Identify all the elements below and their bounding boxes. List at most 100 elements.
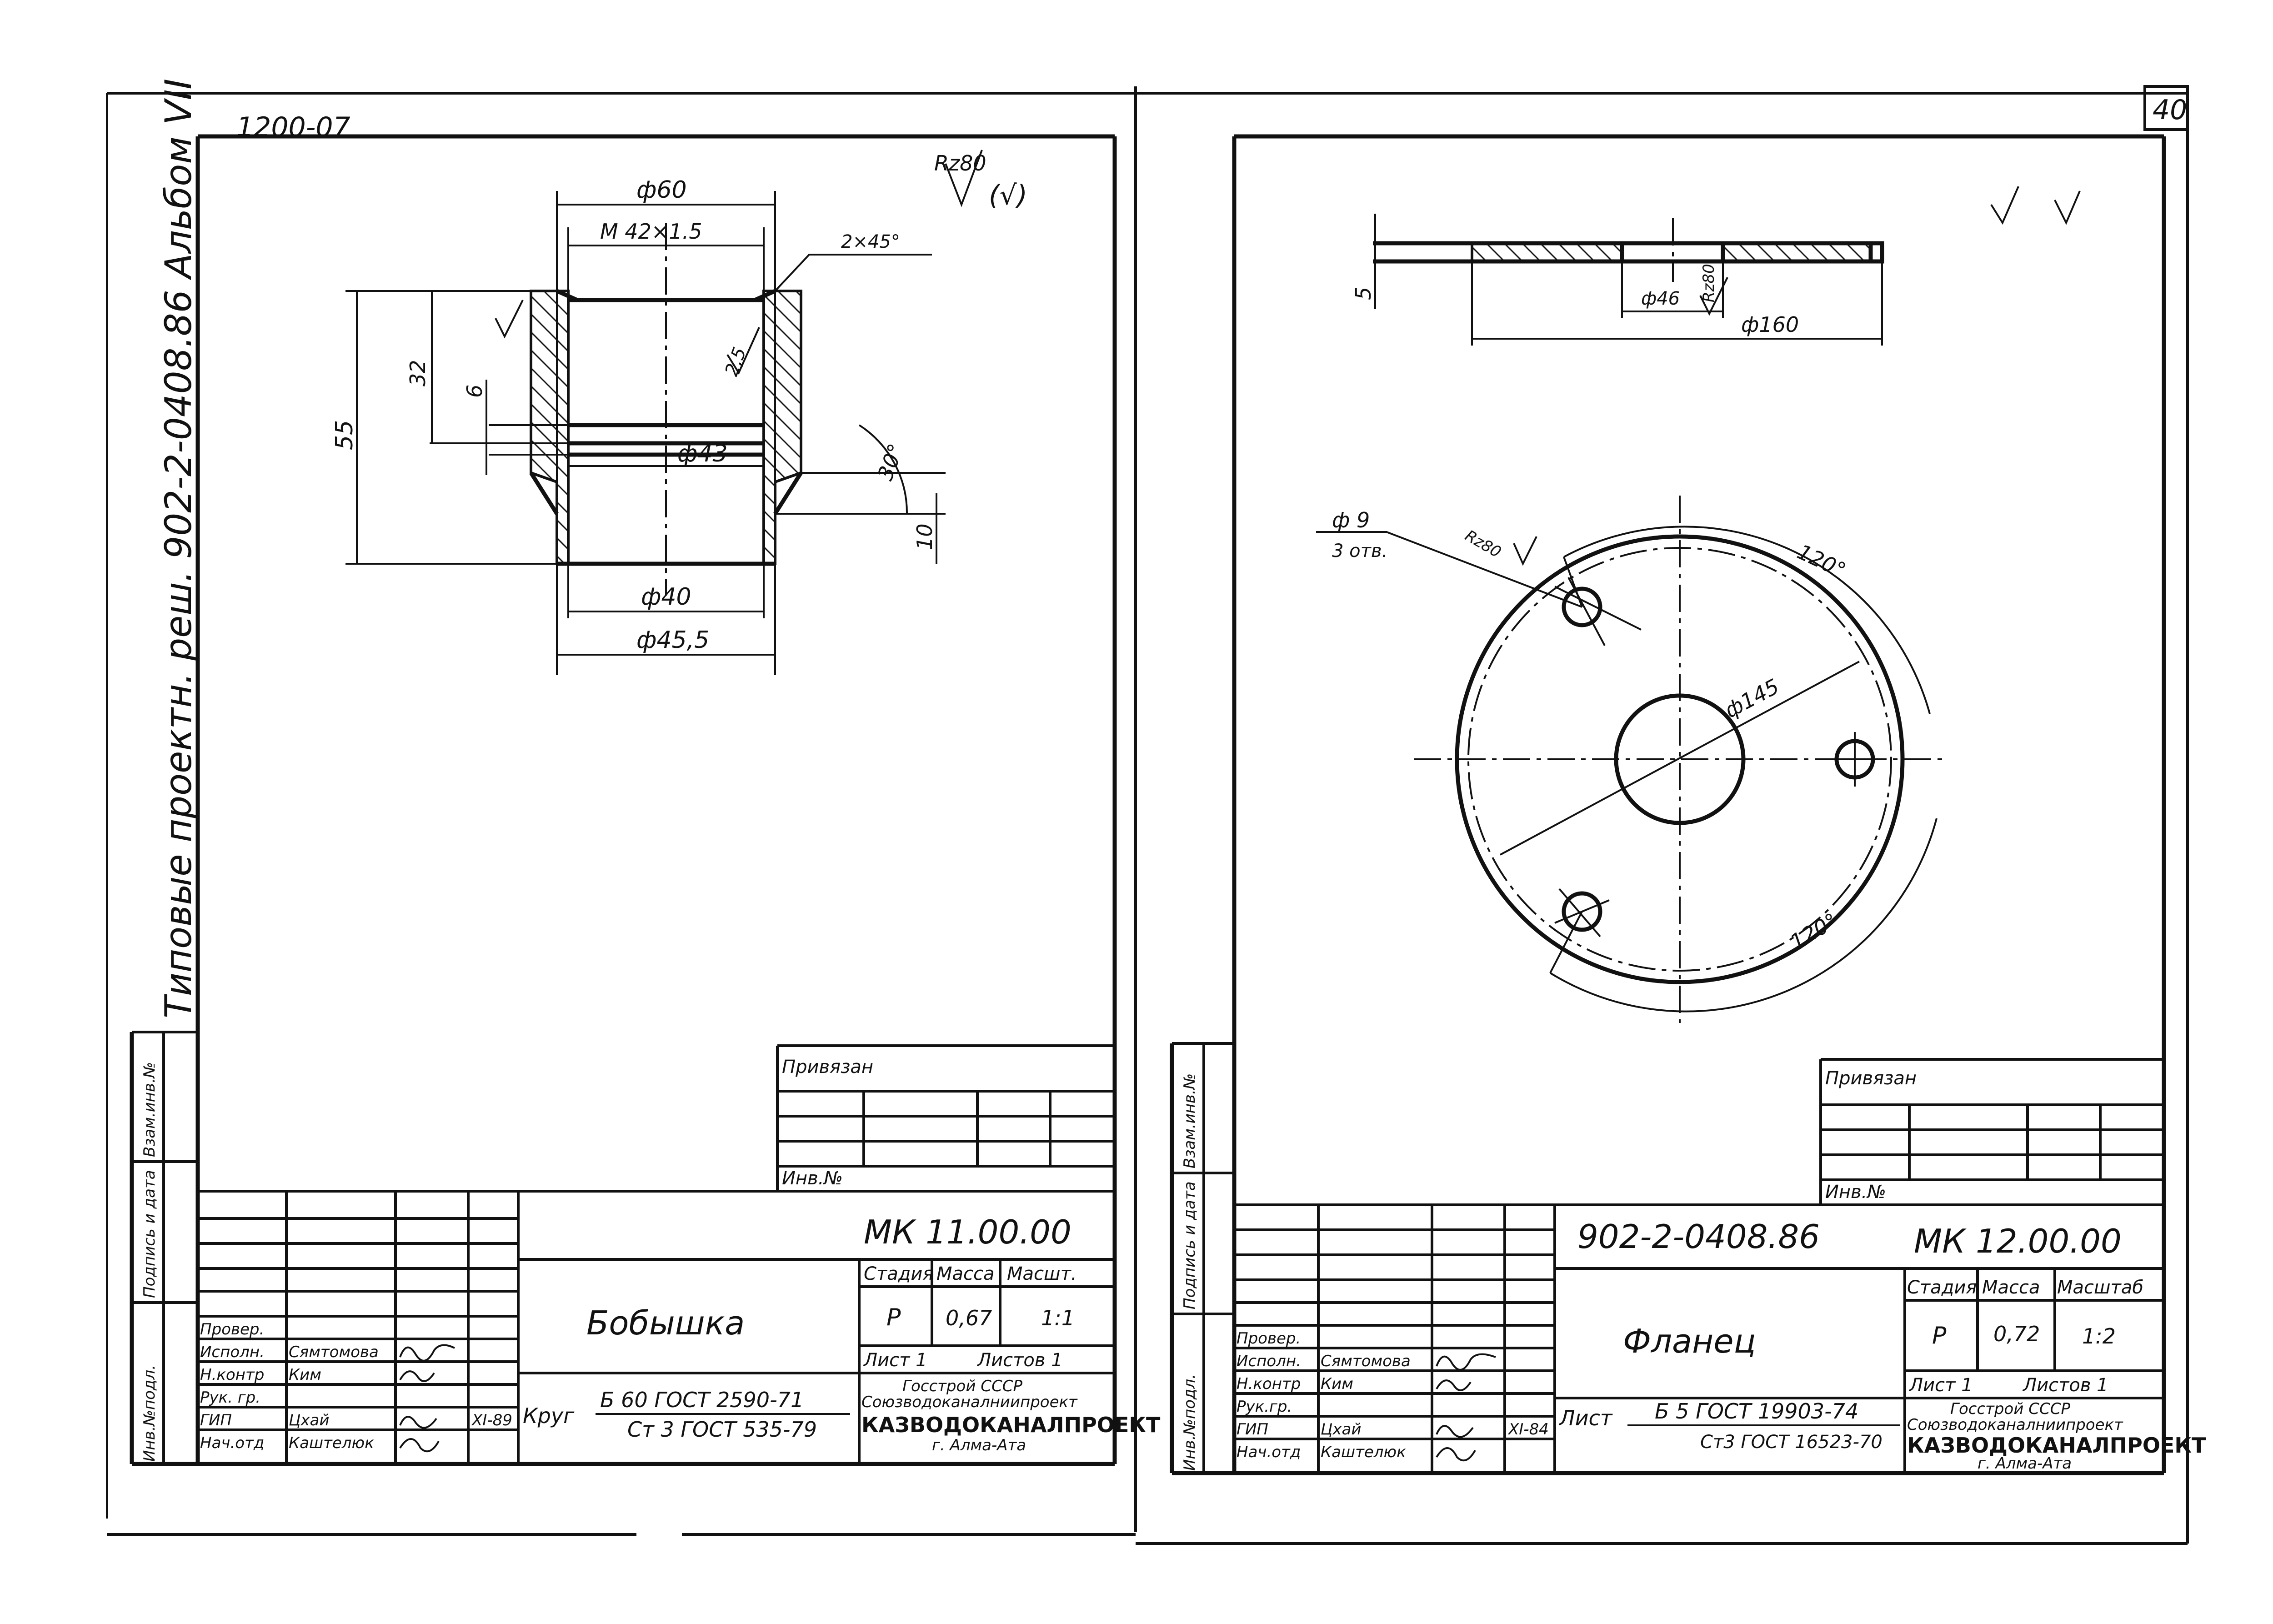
role-ruk-gr: Рук. гр. (200, 1388, 260, 1407)
right-side-stamp: Инв.№подл. Подпись и дата Взам.инв.№ (1181, 1073, 1199, 1471)
name-ispoln-right: Сямтомова (1321, 1352, 1411, 1370)
dim-thread: М 42×1.5 (600, 219, 702, 244)
flange-drawing (1316, 186, 2081, 1023)
dim-d40: ф40 (641, 583, 691, 611)
stamp-privyazan-right: Привязан (1825, 1068, 1917, 1089)
dim-angle-120-top: 120° (1793, 539, 1849, 583)
stamp-org1: Госстрой СССР (902, 1377, 1022, 1395)
stamp-privyazan: Привязан (782, 1057, 873, 1078)
stamp-mass-right: 0,72 (1993, 1322, 2040, 1346)
dim-d455: ф45,5 (636, 627, 709, 654)
stamp-mass-header-right: Масса (1982, 1277, 2040, 1298)
dim-h5: 5 (1351, 287, 1376, 300)
dim-h32: 32 (406, 360, 430, 386)
role-nkontr-right: Н.контр (1237, 1375, 1301, 1393)
dim-angle-120-bottom: 120° (1786, 908, 1842, 954)
stamp-org2-right: Союзводоканалниипроект (1907, 1416, 2123, 1434)
roughness-rz80: Rz80 (934, 151, 986, 175)
name-nkontr-right: Ким (1321, 1375, 1353, 1393)
stamp-part-name: Бобышка (586, 1304, 745, 1342)
stamp-material-top-right: Б 5 ГОСТ 19903-74 (1655, 1399, 1858, 1424)
dim-angle: 30° (873, 441, 909, 484)
boss-dimension-labels: Rz80 (√) ф60 М 42×1.5 2×45° 55 32 6 2,5 … (331, 151, 1027, 654)
dim-rz80-plan: Rz80 (1462, 526, 1504, 561)
boss-drawing (345, 150, 983, 675)
stamp-sheet-right: Лист 1 (1908, 1375, 1973, 1396)
stamp-org4-right: г. Алма-Ата (1978, 1454, 2072, 1473)
stamp-material-bottom: Ст 3 ГОСТ 535-79 (627, 1417, 817, 1442)
signature-scribble (1436, 1447, 1476, 1462)
flange-dimension-labels: 5 ф46 Rz80 ф160 ф 9 3 отв. Rz80 120° ф14… (1332, 264, 1850, 954)
side-stamp-signature-right: Подпись и дата (1181, 1181, 1199, 1309)
stamp-date-right: XI-84 (1507, 1420, 1549, 1439)
stamp-sheet: Лист 1 (863, 1350, 927, 1371)
dim-d9: ф 9 (1332, 508, 1370, 532)
role-ruk-gr-right: Рук.гр. (1237, 1398, 1292, 1416)
stamp-inv-no-right: Инв.№ (1825, 1182, 1886, 1203)
name-nach-otd: Каштелюк (289, 1434, 374, 1452)
stamp-sheets-right: Листов 1 (2022, 1375, 2108, 1396)
dim-r25: 2,5 (721, 345, 751, 379)
signature-scribble (399, 1370, 435, 1382)
left-stamp-grid (198, 1044, 1115, 1464)
name-ispoln: Сямтомова (289, 1343, 379, 1361)
signature-scribble (399, 1416, 437, 1429)
dim-h6: 6 (462, 385, 487, 398)
role-nach-otd: Нач.отд (200, 1434, 264, 1452)
stamp-code: МК 11.00.00 (864, 1213, 1071, 1251)
stamp-stage-header-right: Стадия (1907, 1277, 1977, 1298)
stamp-org1-right: Госстрой СССР (1950, 1400, 2070, 1418)
stamp-stage-header: Стадия (864, 1263, 933, 1284)
stamp-scale: 1:1 (1041, 1306, 1075, 1330)
stamp-date: XI-89 (471, 1411, 512, 1429)
left-stamp-text: Привязан Инв.№ МК 11.00.00 Бобышка Стади… (200, 1057, 1161, 1454)
right-stamp-grid (1234, 1058, 2164, 1473)
stamp-scale-header-right: Масштаб (2057, 1277, 2143, 1298)
stamp-part-name-right: Фланец (1623, 1322, 1756, 1360)
right-stamp-text: Привязан Инв.№ 902-2-0408.86 МК 12.00.00… (1237, 1068, 2206, 1473)
stamp-material-bottom-right: Ст3 ГОСТ 16523-70 (1700, 1432, 1882, 1453)
stamp-org2: Союзводоканалниипроект (861, 1393, 1078, 1411)
role-prover: Провер. (200, 1320, 264, 1338)
dim-d60: ф60 (636, 176, 687, 204)
role-prover-right: Провер. (1237, 1329, 1301, 1348)
dim-d46: ф46 (1641, 288, 1680, 309)
page-frame (106, 85, 2189, 1545)
stamp-material-prefix-right: Лист (1558, 1406, 1613, 1430)
signature-scribble (399, 1344, 455, 1362)
signature-scribble (1436, 1353, 1496, 1371)
side-stamp-signature: Подпись и дата (140, 1170, 159, 1298)
dim-h10: 10 (912, 523, 937, 550)
side-stamp-vzam: Взам.инв.№ (140, 1062, 159, 1157)
stamp-org4: г. Алма-Ата (932, 1436, 1026, 1454)
side-stamp-inv-podl-right: Инв.№подл. (1181, 1374, 1199, 1471)
signature-scribble (1436, 1379, 1472, 1391)
dim-h55: 55 (331, 420, 358, 450)
name-gip: Цхай (289, 1411, 329, 1429)
dim-holes: 3 отв. (1332, 541, 1387, 561)
stamp-scale-header: Масшт. (1007, 1263, 1077, 1284)
side-title: Типовые проектн. реш. 902-2-0408.86 Альб… (157, 79, 200, 1018)
roughness-bracket: (√) (989, 180, 1027, 211)
stamp-org3: КАЗВОДОКАНАЛПРОЕКТ (861, 1413, 1161, 1437)
dim-d145: ф145 (1721, 674, 1783, 722)
role-ispoln: Исполн. (200, 1343, 265, 1361)
dim-d43: ф43 (677, 440, 728, 467)
role-nkontr: Н.контр (200, 1366, 264, 1384)
name-nach-otd-right: Каштелюк (1321, 1443, 1406, 1461)
stamp-material-top: Б 60 ГОСТ 2590-71 (600, 1388, 804, 1412)
stamp-stage-right: Р (1932, 1322, 1947, 1349)
role-gip: ГИП (200, 1411, 232, 1429)
stamp-project-number: 902-2-0408.86 (1577, 1218, 1820, 1256)
dim-rz80-side: Rz80 (1700, 264, 1718, 302)
role-ispoln-right: Исполн. (1237, 1352, 1301, 1370)
sheet-number: 40 (2153, 94, 2187, 126)
dim-d160: ф160 (1741, 312, 1799, 337)
stamp-mass-header: Масса (936, 1263, 995, 1284)
role-gip-right: ГИП (1237, 1420, 1268, 1439)
stamp-sheets: Листов 1 (976, 1350, 1063, 1371)
stamp-inv-no: Инв.№ (782, 1168, 843, 1189)
stamp-mass: 0,67 (946, 1306, 992, 1330)
dim-chamfer: 2×45° (841, 231, 900, 252)
